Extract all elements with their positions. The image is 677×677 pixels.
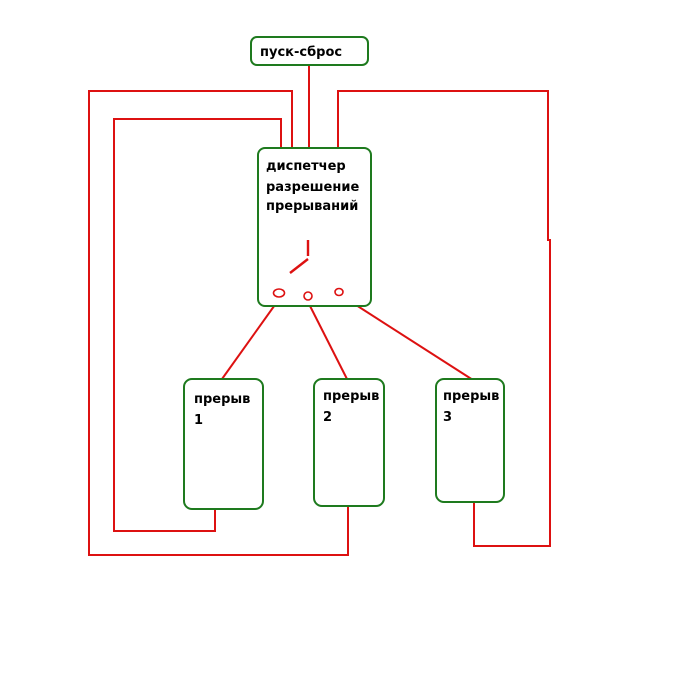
interrupt-1-number: 1 bbox=[194, 413, 203, 428]
port-2-icon bbox=[303, 291, 313, 301]
wire-interrupt-2-loop bbox=[88, 90, 349, 556]
reset-box: пуск-сброс bbox=[250, 36, 369, 66]
interrupt-3-label: прерыв bbox=[443, 389, 499, 404]
wires bbox=[88, 64, 551, 556]
reset-box-label: пуск-сброс bbox=[260, 45, 342, 60]
port-3-icon bbox=[334, 287, 344, 297]
wire-port-2-interrupt-2 bbox=[307, 301, 348, 380]
interrupt-3-number: 3 bbox=[443, 410, 452, 425]
interrupt-2-number: 2 bbox=[323, 410, 332, 425]
wire-port-1-interrupt-1 bbox=[221, 301, 278, 380]
switch-icon bbox=[289, 240, 310, 274]
interrupt-1-label: прерыв bbox=[194, 392, 250, 407]
interrupt-box-3: прерыв 3 bbox=[435, 378, 505, 503]
wire-interrupt-1-loop bbox=[113, 118, 282, 532]
dispatcher-line-1: диспетчер bbox=[266, 159, 346, 174]
interrupt-box-2: прерыв 2 bbox=[313, 378, 385, 507]
interrupt-box-1: прерыв 1 bbox=[183, 378, 264, 510]
port-1-icon bbox=[272, 288, 286, 298]
wire-interrupt-3-loop bbox=[337, 90, 551, 547]
dispatcher-line-3: прерываний bbox=[266, 199, 358, 214]
interrupt-2-label: прерыв bbox=[323, 389, 379, 404]
dispatcher-box: диспетчер разрешение прерываний bbox=[257, 147, 372, 307]
dispatcher-line-2: разрешение bbox=[266, 180, 359, 195]
wire-port-3-interrupt-3 bbox=[341, 295, 474, 381]
